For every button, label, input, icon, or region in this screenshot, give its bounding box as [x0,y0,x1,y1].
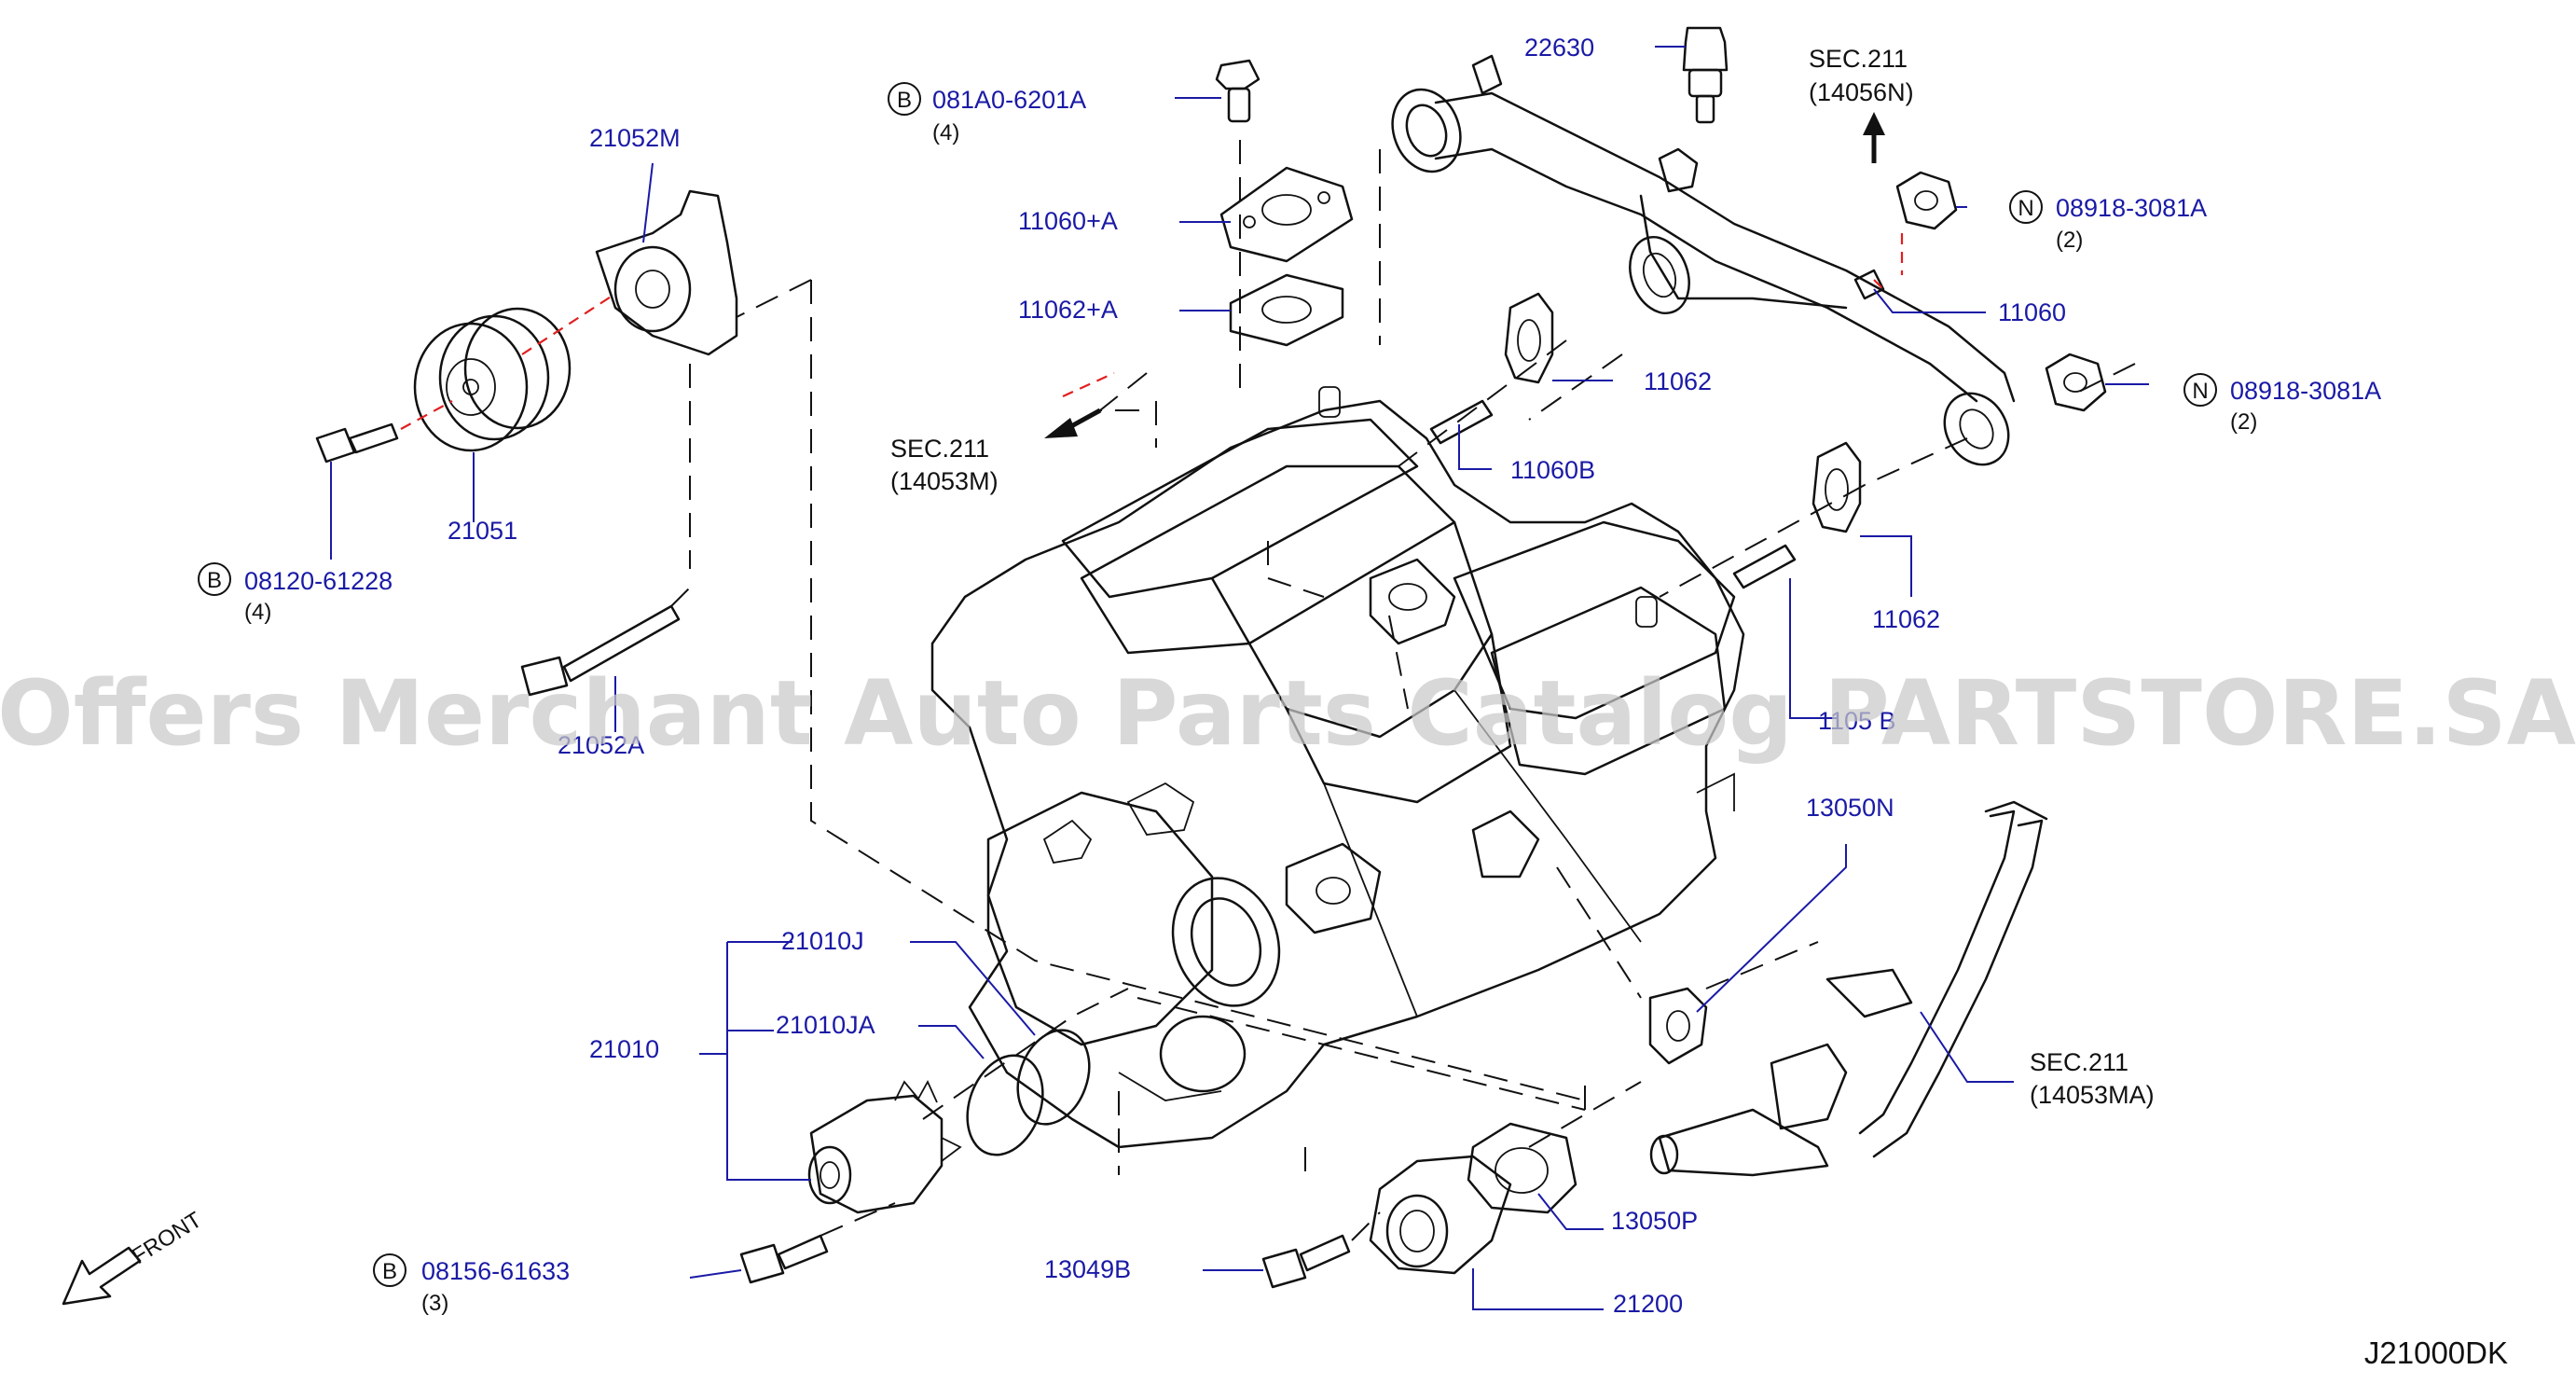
callout-b-08120: B 08120-61228 (4) [198,562,393,625]
part-number-11060a: 11060+A [1018,207,1118,235]
water-pump-21010 [807,1080,962,1214]
bolt-prefix: B [382,1259,397,1284]
gasket-13050p [1467,1122,1577,1214]
callout-sec211-14053m: SEC.211 (14053M) [890,435,999,495]
callout-n-08918-mid: N 08918-3081A (2) [2183,373,2381,435]
sec-ref-code: (14053MA) [2030,1081,2155,1109]
part-number-11060b: 1105 B [1818,707,1896,735]
part-number-11062a: 11062+A [1018,296,1118,324]
idler-bracket-21052m [595,189,738,356]
part-number-11062: 11062 [1872,605,1940,633]
o-ring-21010j [1016,1029,1091,1126]
temp-sensor-22630 [1682,26,1729,124]
part-number-21010ja: 21010JA [776,1011,875,1039]
n-marker-icon [2009,190,2043,224]
quantity: (2) [2230,409,2257,435]
leader-lines [330,46,2149,1310]
part-number-13049b: 13049B [1044,1255,1131,1283]
nut-middle [2045,353,2107,412]
quantity: (4) [244,600,271,625]
sec-ref-code: (14056N) [1809,78,1914,106]
quantity: (4) [932,120,959,145]
stud-11060b-upper [1429,399,1494,445]
thermostat-housing-21200 [1369,1155,1512,1275]
n-marker-icon [2183,373,2217,407]
pulley-21051 [413,307,572,452]
water-pipe-11060 [1391,54,2016,466]
part-number-08156: 08156-61633 [421,1257,570,1285]
gasket-11062-lower [1811,441,1862,533]
stud-11060b-lower [1732,544,1797,589]
gasket-11062a [1229,273,1344,347]
callout-b-081a0: B 081A0-6201A (4) [888,82,1086,145]
nut-prefix: N [2192,379,2208,404]
callout-sec211-14056n: SEC.211 (14056N) [1809,45,1914,106]
sec-ref-code: (14053M) [890,467,999,495]
quantity: (2) [2056,228,2083,253]
o-ring-21010ja [966,1054,1044,1156]
bolt-prefix: B [897,88,912,113]
callout-b-08156: B 08156-61633 (3) [373,1253,570,1316]
sec-ref-label: SEC.211 [2030,1048,2128,1076]
bolt-prefix: B [207,568,222,593]
part-number-21052m: 21052M [589,124,681,152]
part-number-11060b: 11060B [1510,456,1595,484]
part-number-21010j: 21010J [781,927,864,955]
sec-ref-label: SEC.211 [890,435,989,463]
b-marker-icon [198,562,231,596]
assembly-lines [670,140,2136,1241]
part-number-081a0: 081A0-6201A [932,86,1086,114]
bolt-08156 [739,1234,829,1284]
gasket-13050n [1648,987,1708,1065]
engine-block [930,386,1745,1149]
arrow-up-icon [1863,112,1885,163]
callout-sec211-14053ma: SEC.211 (14053MA) [2030,1048,2155,1109]
part-number-08918: 08918-3081A [2230,377,2381,405]
part-number-08918: 08918-3081A [2056,194,2207,222]
callout-n-08918-top: N 08918-3081A (2) [2009,190,2207,253]
part-number-21200: 21200 [1613,1290,1683,1318]
part-number-08120: 08120-61228 [244,567,393,595]
bolt-13049b [1261,1234,1351,1289]
part-number-11062: 11062 [1644,367,1712,395]
arrow-left-down-icon [1044,408,1102,438]
front-indicator: FRONT [62,1207,207,1306]
part-number-13050p: 13050P [1611,1207,1698,1235]
part-number-21052a: 21052A [558,731,644,759]
front-arrow-icon [62,1246,142,1306]
nut-upper [1895,171,1958,230]
water-outlet-11060a [1219,166,1354,263]
part-number-22630: 22630 [1524,34,1594,62]
callout-22630: 22630 [1524,34,1594,62]
sec-ref-label: SEC.211 [1809,45,1908,73]
quantity: (3) [421,1291,448,1316]
watermark: Offers Merchant Auto Parts Catalog PARTS… [0,661,2576,766]
red-alignment-lines [400,233,1904,430]
long-bolt-21052a [520,604,681,697]
part-number-11060: 11060 [1998,298,2066,326]
bypass-pipe-14053ma [1649,800,2048,1177]
nut-prefix: N [2018,196,2033,221]
part-number-21010: 21010 [589,1035,659,1063]
diagram-code: J21000DK [2364,1336,2508,1370]
b-marker-icon [373,1253,406,1287]
front-label: FRONT [128,1207,207,1269]
bolt-08120 [315,422,399,464]
b-marker-icon [888,82,921,116]
part-number-21051: 21051 [448,517,517,545]
part-number-13050n: 13050N [1806,794,1894,822]
stud-081a0 [1215,59,1260,123]
gasket-11062-upper [1504,292,1554,384]
